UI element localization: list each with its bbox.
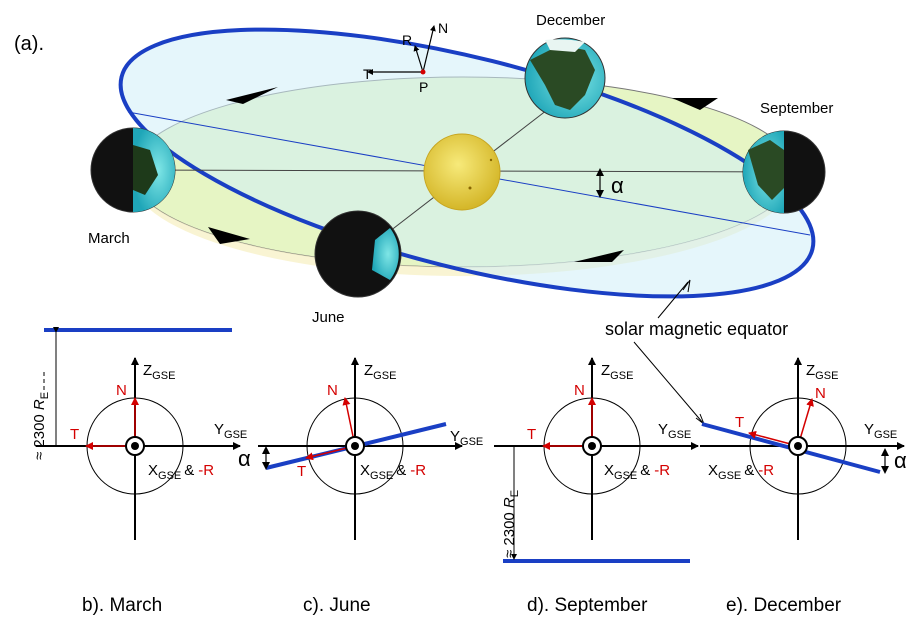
- vector-label-N-c: N: [327, 382, 338, 399]
- label-december: December: [536, 12, 605, 29]
- axis-label-Y-e: YGSE: [864, 421, 897, 441]
- frame-label-T: T: [363, 66, 372, 82]
- panel-a-label: (a).: [14, 33, 44, 55]
- earth-march: [90, 127, 176, 213]
- alpha-label-e: α: [894, 448, 907, 473]
- alpha-marker-a-arrowhead: [596, 168, 604, 176]
- panel-c: [258, 357, 463, 540]
- panel-d: [494, 357, 699, 563]
- axis-label-Y-d: YGSE: [658, 421, 691, 441]
- panel-e: [700, 357, 905, 540]
- earth-december: [524, 37, 606, 119]
- frame-label-R: R: [402, 32, 412, 48]
- vector-label-N-b: N: [116, 382, 127, 399]
- axis-label-Y-b: YGSE: [214, 421, 247, 441]
- sun: [423, 133, 501, 211]
- rtn-frame: [367, 25, 436, 75]
- label-september: September: [760, 100, 833, 117]
- earth-june: [314, 210, 402, 298]
- label-june: June: [312, 309, 345, 326]
- caption-c: c). June: [303, 595, 371, 616]
- axis-label-Y-c: YGSE: [450, 428, 483, 448]
- axis-label-Z-c: ZGSE: [364, 362, 396, 382]
- distance-label-b: ≈ 2300 RE: [31, 392, 51, 460]
- orbit-arrow-right: [672, 98, 718, 110]
- callout-leader-bottom: [633, 341, 704, 424]
- vector-label-T-e: T: [735, 414, 744, 431]
- axis-label-X-e: XGSE&-R: [708, 462, 774, 482]
- caption-d: d). September: [527, 595, 648, 616]
- vector-label-T-c: T: [297, 463, 306, 480]
- frame-label-P: P: [419, 79, 428, 95]
- sun-spot: [489, 158, 493, 162]
- alpha-label-c: α: [238, 446, 251, 471]
- vector-label-N-e: N: [815, 385, 826, 402]
- axis-label-Z-e: ZGSE: [806, 362, 838, 382]
- orbit-arrow-upper-left: [226, 87, 278, 104]
- orbit-arrow-lower: [574, 250, 624, 262]
- caption-b: b). March: [82, 595, 162, 616]
- axis-label-Z-d: ZGSE: [601, 362, 633, 382]
- sun-spot: [468, 186, 472, 190]
- vector-label-T-b: T: [70, 426, 79, 443]
- frame-label-N: N: [438, 20, 448, 36]
- panel-b: [36, 327, 241, 540]
- alpha-label-a: α: [611, 173, 624, 198]
- caption-e: e). December: [726, 595, 842, 616]
- axis-label-X-c: XGSE&-R: [360, 462, 426, 482]
- callout-label: solar magnetic equator: [605, 319, 788, 339]
- callout-leader-top: [657, 281, 689, 319]
- label-march: March: [88, 230, 130, 247]
- orbit-arrow-left: [208, 227, 250, 244]
- vector-label-N-d: N: [574, 382, 585, 399]
- callout-leader-top-head: [682, 279, 691, 293]
- vector-label-T-d: T: [527, 426, 536, 443]
- earth-september: [742, 130, 826, 214]
- axis-label-Z-b: ZGSE: [143, 362, 175, 382]
- axis-label-X-d: XGSE&-R: [604, 462, 670, 482]
- distance-label-d: ≈ 2300 RE: [501, 490, 521, 558]
- axis-label-X-b: XGSE&-R: [148, 462, 214, 482]
- alpha-marker-a-arrowhead: [596, 190, 604, 198]
